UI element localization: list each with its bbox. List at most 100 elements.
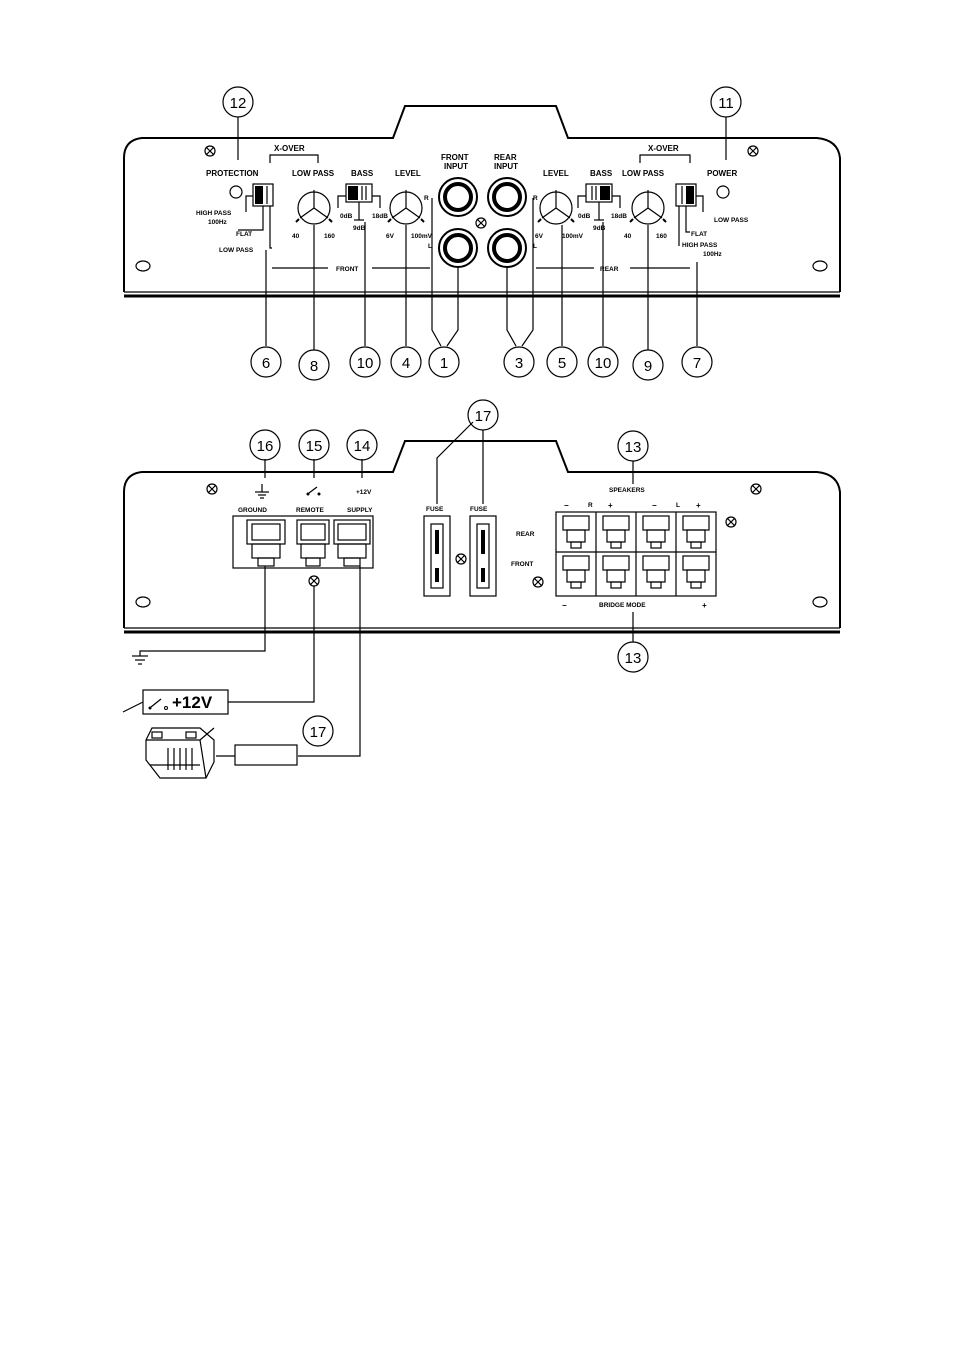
protection-label: PROTECTION <box>206 169 259 178</box>
callout-3: 3 <box>503 346 535 378</box>
callout-17-bottom: 17 <box>302 715 334 747</box>
speaker-terminal-front-r-plus[interactable] <box>602 555 630 589</box>
svg-text:13: 13 <box>625 439 642 456</box>
svg-text:11: 11 <box>718 95 734 112</box>
speaker-terminal-front-l-minus[interactable] <box>642 555 670 589</box>
rear-input-label-2: INPUT <box>494 162 518 171</box>
speaker-l-label: L <box>676 502 680 509</box>
bass-min-right: 0dB <box>578 213 591 220</box>
speaker-plus-l: + <box>696 501 701 510</box>
svg-text:4: 4 <box>402 355 410 372</box>
svg-text:6: 6 <box>262 355 270 372</box>
speaker-terminal-front-r-minus[interactable] <box>562 555 590 589</box>
speaker-terminal-rear-r-plus[interactable] <box>602 515 630 549</box>
flat-label-right: FLAT <box>691 231 707 238</box>
level-max-left: 100mV <box>411 233 433 240</box>
lp-max-left: 160 <box>324 233 335 240</box>
level-label-right: LEVEL <box>543 169 569 178</box>
callout-7: 7 <box>681 346 713 378</box>
low-pass-knob-right[interactable] <box>629 190 667 225</box>
rear-r-label: R <box>533 195 538 202</box>
mount-hole <box>135 596 151 608</box>
bass-label-right: BASS <box>590 169 613 178</box>
callout-4: 4 <box>390 346 422 378</box>
speaker-terminal-rear-l-minus[interactable] <box>642 515 670 549</box>
battery-icon <box>145 727 215 779</box>
low-pass-select-right: LOW PASS <box>714 217 749 224</box>
supply-terminal[interactable] <box>333 519 371 567</box>
screw-icon <box>455 553 467 565</box>
rear-l-label: L <box>533 243 537 250</box>
switch-icon <box>122 698 168 713</box>
svg-text:1: 1 <box>440 355 448 372</box>
fuse-2[interactable] <box>469 515 497 597</box>
callout-11: 11 <box>710 86 742 118</box>
ground-label: GROUND <box>238 507 267 514</box>
bass-mid-left: 9dB <box>353 225 366 232</box>
bass-switch-left[interactable] <box>337 183 381 221</box>
front-l-label: L <box>428 243 432 250</box>
rear-input-r-jack[interactable] <box>487 177 527 217</box>
speaker-r-label: R <box>588 502 593 509</box>
bass-mid-right: 9dB <box>593 225 606 232</box>
power-led <box>716 185 730 199</box>
svg-text:10: 10 <box>595 355 612 372</box>
fuse-label-1: FUSE <box>426 506 444 513</box>
remote-terminal[interactable] <box>296 519 330 567</box>
speaker-plus-r: + <box>608 501 613 510</box>
high-pass-label-left: HIGH PASS <box>196 210 232 217</box>
low-pass-label-left: LOW PASS <box>292 169 335 178</box>
bass-switch-right[interactable] <box>577 183 621 221</box>
speaker-terminal-rear-l-plus[interactable] <box>682 515 710 549</box>
rear-section-label: REAR <box>600 266 619 273</box>
callout-12: 12 <box>222 86 254 118</box>
front-input-l-jack[interactable] <box>438 228 478 268</box>
rear-speakers-label: REAR <box>516 531 535 538</box>
svg-text:17: 17 <box>475 408 492 425</box>
lp-max-right: 160 <box>656 233 667 240</box>
svg-text:15: 15 <box>306 438 323 455</box>
bass-max-left: 18dB <box>372 213 388 220</box>
protection-led <box>229 185 243 199</box>
xover-switch-right[interactable] <box>675 183 704 246</box>
speaker-terminal-rear-r-minus[interactable] <box>562 515 590 549</box>
svg-text:3: 3 <box>515 355 523 372</box>
low-pass-knob-left[interactable] <box>295 190 333 225</box>
speaker-terminal-front-l-plus[interactable] <box>682 555 710 589</box>
wiring: +12V <box>122 566 361 779</box>
figure-area <box>93 66 865 796</box>
level-knob-right[interactable] <box>537 190 575 225</box>
lp-min-right: 40 <box>624 233 632 240</box>
switch-icon <box>306 486 321 496</box>
front-section-label: FRONT <box>336 266 358 273</box>
rear-input-l-jack[interactable] <box>487 228 527 268</box>
svg-text:16: 16 <box>257 438 274 455</box>
ground-terminal[interactable] <box>246 519 286 567</box>
mount-hole <box>812 596 828 608</box>
svg-text:12: 12 <box>230 95 247 112</box>
rear-panel: GROUND REMOTE SUPPLY +12V FUSE FUSE <box>123 440 841 634</box>
front-input-r-jack[interactable] <box>438 177 478 217</box>
level-min-left: 6V <box>386 233 395 240</box>
high-pass-label-right: HIGH PASS <box>682 242 718 249</box>
xover-switch-left[interactable] <box>238 183 274 249</box>
ground-icon <box>132 655 148 665</box>
svg-text:14: 14 <box>354 438 371 455</box>
power-terminal-block <box>232 515 374 569</box>
ground-icon <box>255 484 269 499</box>
low-pass-select-left: LOW PASS <box>219 247 254 254</box>
screw-icon <box>475 217 487 229</box>
low-pass-label-right: LOW PASS <box>622 169 665 178</box>
plus12v-label: +12V <box>356 489 372 496</box>
fuse-1[interactable] <box>423 515 451 597</box>
callout-10-rear: 10 <box>587 346 619 378</box>
svg-text:10: 10 <box>357 355 374 372</box>
level-label-left: LEVEL <box>395 169 421 178</box>
svg-text:7: 7 <box>693 355 701 372</box>
level-knob-left[interactable] <box>387 190 425 225</box>
flat-label-left: FLAT <box>236 231 252 238</box>
callout-1: 1 <box>428 346 460 378</box>
screw-icon <box>750 483 762 495</box>
callout-17-top: 17 <box>467 399 499 431</box>
